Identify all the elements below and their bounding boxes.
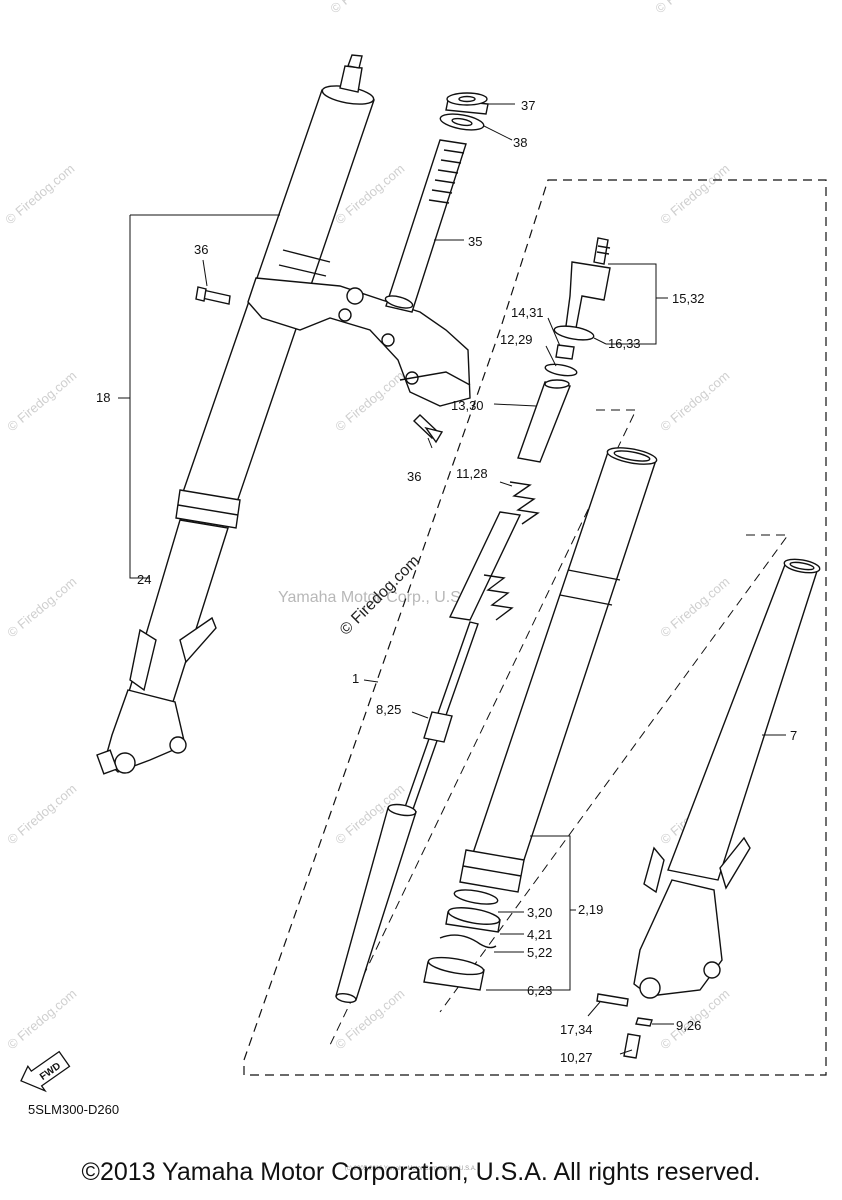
callout-17-34: 17,34 [560, 1022, 593, 1037]
spacer-tube [517, 381, 571, 463]
watermark: © Firedog.com [657, 161, 732, 227]
watermark: © Firedog.com [657, 574, 732, 640]
damper-group [335, 237, 611, 1004]
watermark: © Firedog.com [4, 574, 79, 640]
watermark: © Firedog.com [652, 0, 727, 16]
callout-35: 35 [468, 234, 482, 249]
damper-piston [423, 711, 453, 743]
callout-3-20: 3,20 [527, 905, 552, 920]
tiny-credit: (c) 2005-2016 Yamaha Motor Corporation, … [345, 1166, 477, 1172]
watermark-owner: Yamaha Motor Corp., U.S.A. [278, 589, 480, 606]
copyright-notice: ©2013 Yamaha Motor Corporation, U.S.A. A… [81, 1158, 761, 1186]
watermark: © Firedog.com [4, 986, 79, 1052]
callout-13-30: 13,30 [451, 398, 484, 413]
subassembly-outline [243, 179, 827, 1076]
fwd-arrow: FWD [20, 1050, 71, 1093]
slide-bushing [453, 889, 499, 905]
callout-37: 37 [521, 98, 535, 113]
callout-labels: 37 38 35 36 36 18 24 15,32 14,31 16,33 1… [96, 98, 797, 1065]
watermark: © Firedog.com [4, 368, 79, 434]
pinch-bolt-upper [201, 289, 231, 305]
fork-cap-bolt [339, 65, 363, 93]
leader-lines [118, 103, 786, 1055]
outer-tube-outline [439, 534, 789, 1013]
watermark: © Firedog.com [327, 0, 402, 16]
locknut [555, 344, 575, 360]
watermark: © Firedog.com [4, 781, 79, 847]
inner-tube-group [423, 447, 658, 991]
retaining-clip [439, 934, 497, 949]
callout-9-26: 9,26 [676, 1018, 701, 1033]
callout-15-32: 15,32 [672, 291, 705, 306]
spring-upper [509, 481, 540, 525]
axle-pinch-bolt [596, 993, 629, 1007]
o-ring-16 [553, 325, 595, 341]
callout-6-23: 6,23 [527, 983, 552, 998]
callout-1: 1 [352, 671, 359, 686]
callout-38: 38 [513, 135, 527, 150]
assembled-fork [96, 54, 471, 775]
diagram-code: 5SLM300-D260 [28, 1102, 119, 1117]
callout-4-21: 4,21 [527, 927, 552, 942]
callout-14-31: 14,31 [511, 305, 544, 320]
callout-24: 24 [137, 572, 151, 587]
callout-36-lower: 36 [407, 469, 421, 484]
outer-tube-group [596, 558, 821, 1059]
callout-10-27: 10,27 [560, 1050, 593, 1065]
watermark: © Firedog.com [657, 368, 732, 434]
steering-stem [385, 139, 467, 313]
watermark: © Firedog.com [332, 368, 407, 434]
watermark: © Firedog.com [2, 161, 77, 227]
damper-cap-bolt [565, 261, 611, 329]
callout-36-upper: 36 [194, 242, 208, 257]
callout-2-19: 2,19 [578, 902, 603, 917]
spring-lower [483, 574, 514, 621]
callout-7: 7 [790, 728, 797, 743]
callout-12-29: 12,29 [500, 332, 533, 347]
drain-bolt [623, 1033, 641, 1059]
drain-washer [635, 1017, 653, 1027]
callout-5-22: 5,22 [527, 945, 552, 960]
callout-8-25: 8,25 [376, 702, 401, 717]
inner-tube-outline [329, 409, 637, 1046]
washer-12 [544, 363, 578, 377]
callout-16-33: 16,33 [608, 336, 641, 351]
callout-18: 18 [96, 390, 110, 405]
fork-boot [175, 489, 241, 529]
steering-stem-group [384, 92, 489, 313]
fwd-arrow-icon [20, 1050, 71, 1093]
callout-11-28: 11,28 [456, 466, 488, 481]
